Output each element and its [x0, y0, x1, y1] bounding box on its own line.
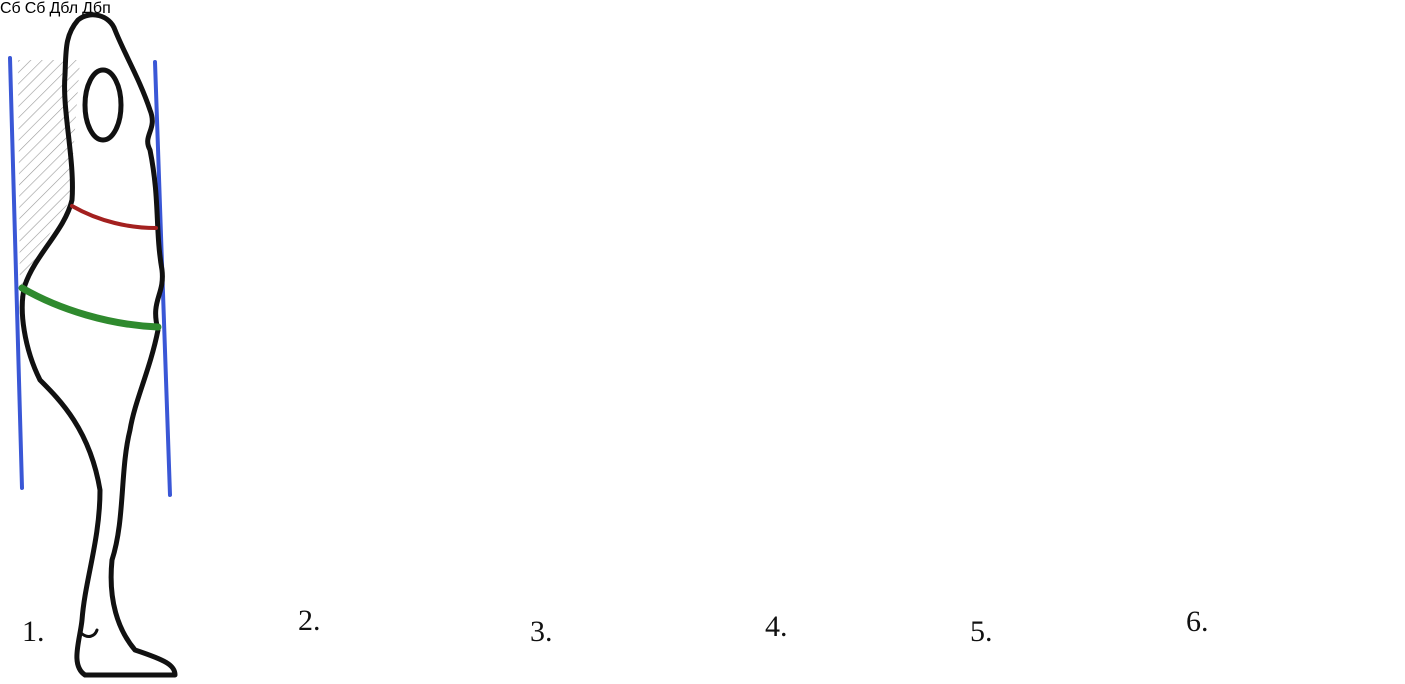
figure-3-number: 3.: [530, 615, 553, 649]
figure-1: [10, 15, 175, 675]
figure-1-number: 1.: [22, 615, 45, 649]
figure-1-arm-outline: [85, 70, 121, 140]
figure-5-number: 5.: [970, 615, 993, 649]
figure-2-number: 2.: [298, 604, 321, 638]
figure-4-number: 4.: [765, 610, 788, 644]
figure-1-waist-line: [72, 206, 156, 228]
figure-1-hip-line: [22, 288, 158, 327]
figure-6-number: 6.: [1186, 605, 1209, 639]
